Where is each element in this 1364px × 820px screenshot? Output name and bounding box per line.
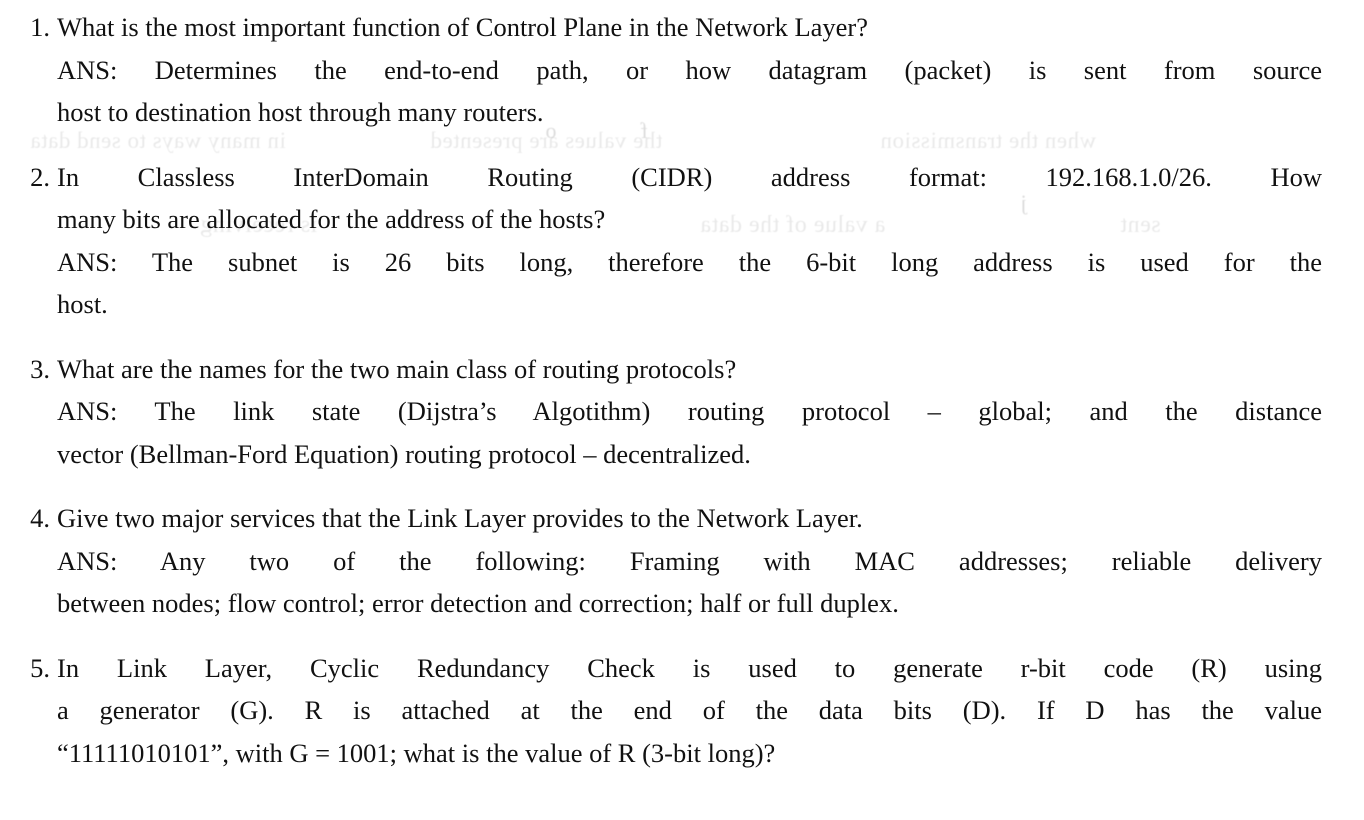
question-line: “11111010101”, with G = 1001; what is th… [57, 737, 776, 768]
item-number: 2. [30, 161, 50, 192]
answer-line: ANS: The link state (Dijstra’s Algotithm… [57, 396, 1322, 426]
answer-line: ANS: Any two of the following: Framing w… [57, 545, 1322, 576]
list-item: 1. What is the most important function o… [0, 6, 1364, 134]
answer-line: host to destination host through many ro… [57, 97, 544, 127]
question-text: In Classless InterDomain Routing (CIDR) … [57, 156, 1322, 241]
question-line: Give two major services that the Link La… [57, 503, 863, 533]
list-item: 5. In Link Layer, Cyclic Redundancy Chec… [0, 647, 1364, 775]
question-text: What are the names for the two main clas… [57, 348, 1322, 391]
item-number: 1. [30, 12, 50, 42]
answer-text: ANS: Determines the end-to-end path, or … [57, 49, 1322, 134]
item-number: 4. [30, 503, 50, 533]
question-text: In Link Layer, Cyclic Redundancy Check i… [57, 647, 1322, 775]
answer-text: ANS: The subnet is 26 bits long, therefo… [57, 241, 1322, 326]
answer-line: between nodes; flow control; error detec… [57, 588, 899, 618]
question-line: In Link Layer, Cyclic Redundancy Check i… [57, 652, 1322, 683]
question-line: What are the names for the two main clas… [57, 353, 737, 384]
item-number: 3. [30, 353, 50, 384]
answer-line: vector (Bellman-Ford Equation) routing p… [57, 438, 751, 469]
question-line: a generator (G). R is attached at the en… [57, 695, 1322, 725]
answer-line: ANS: Determines the end-to-end path, or … [57, 54, 1322, 85]
item-number: 5. [30, 652, 50, 683]
answer-text: ANS: The link state (Dijstra’s Algotithm… [57, 390, 1322, 475]
list-item: 3. What are the names for the two main c… [0, 348, 1364, 476]
answer-line: ANS: The subnet is 26 bits long, therefo… [57, 246, 1322, 277]
question-text: What is the most important function of C… [57, 6, 1322, 49]
question-list: 1. What is the most important function o… [0, 6, 1364, 774]
question-line: What is the most important function of C… [57, 12, 869, 42]
answer-line: host. [57, 289, 108, 319]
question-line: many bits are allocated for the address … [57, 204, 606, 234]
question-text: Give two major services that the Link La… [57, 497, 1322, 540]
list-item: 4. Give two major services that the Link… [0, 497, 1364, 625]
list-item: 2. In Classless InterDomain Routing (CID… [0, 156, 1364, 326]
question-line: In Classless InterDomain Routing (CIDR) … [57, 161, 1322, 192]
answer-text: ANS: Any two of the following: Framing w… [57, 540, 1322, 625]
